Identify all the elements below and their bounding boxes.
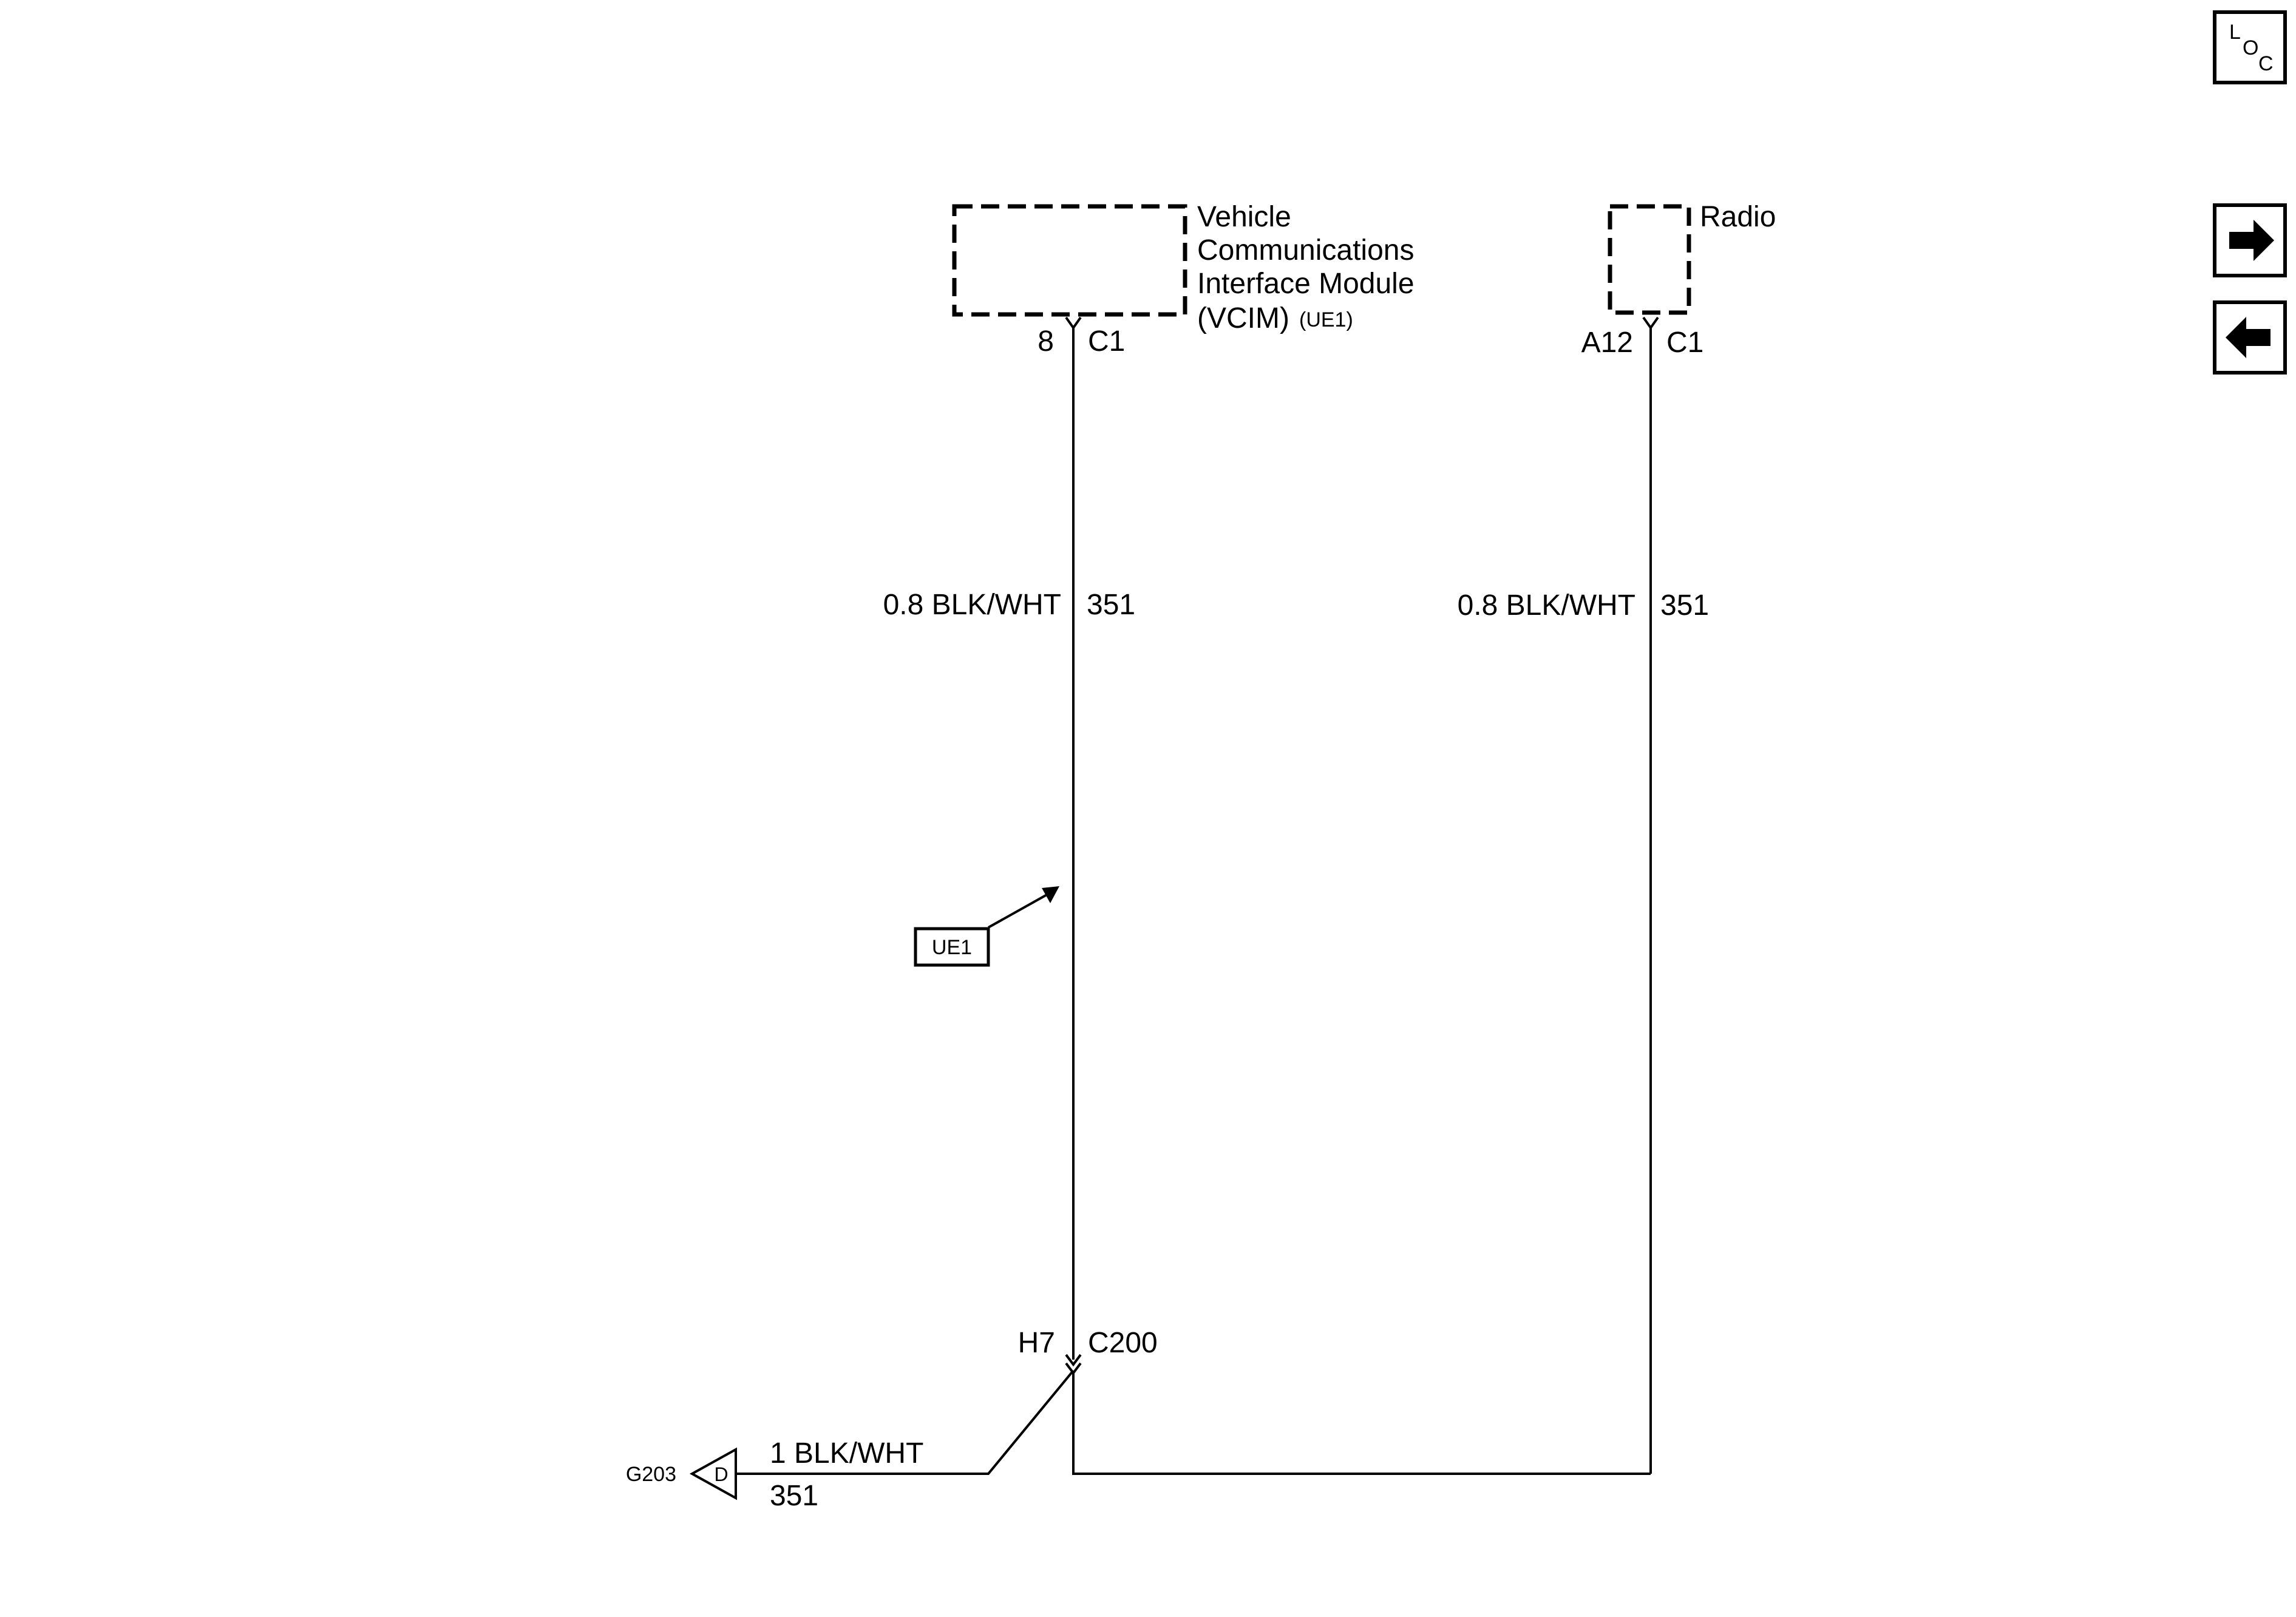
vcim-dashed-box: [952, 204, 1187, 317]
loc-letter-c: C: [2258, 52, 2274, 75]
splice-wire: [1072, 1371, 1651, 1475]
ground-wire: [736, 1369, 1075, 1475]
ground-g203: D G203: [626, 1447, 737, 1500]
c200-connector: C200: [1088, 1327, 1158, 1359]
previous-page-button[interactable]: [2213, 300, 2287, 375]
loc-icon[interactable]: [2213, 10, 2287, 84]
ground-symbol-letter: D: [714, 1463, 728, 1485]
radio-wire-circuit: 351: [1660, 589, 1709, 622]
ue1-callout[interactable]: UE1: [914, 886, 1059, 967]
loc-letter-o: O: [2243, 36, 2258, 59]
arrow-right-icon: [2229, 220, 2274, 261]
c200-pin: H7: [1018, 1327, 1055, 1359]
vcim-wire-circuit: 351: [1087, 589, 1135, 621]
radio-name: Radio: [1700, 201, 1776, 233]
vcim-name-line-1: Vehicle: [1197, 201, 1291, 233]
radio-component: Radio A12 C1: [1581, 201, 1776, 359]
inline-connector-c200: H7 C200: [1018, 1327, 1158, 1375]
vcim-wire-gauge-color: 0.8 BLK/WHT: [883, 589, 1061, 621]
vcim-ref-code: (UE1): [1299, 308, 1353, 331]
ue1-callout-box[interactable]: [914, 927, 990, 967]
radio-terminal-icon: [1642, 316, 1659, 330]
next-page-button[interactable]: [2213, 203, 2287, 277]
vcim-name-line-2: Communications: [1197, 234, 1414, 266]
vcim-component: Vehicle Communications Interface Module …: [952, 201, 1415, 358]
vcim-terminal-icon: [1065, 316, 1082, 330]
loc-button[interactable]: L O C: [2213, 10, 2287, 84]
radio-wire-gauge-color: 0.8 BLK/WHT: [1458, 589, 1635, 622]
vcim-name-line-4: (VCIM): [1197, 302, 1289, 334]
ground-id: G203: [626, 1463, 676, 1486]
loc-letter-l: L: [2229, 21, 2241, 44]
c200-female-terminal-icon: [1065, 1354, 1082, 1367]
arrow-left-icon: [2226, 317, 2271, 358]
ground-wire-circuit: 351: [770, 1480, 818, 1512]
radio-dashed-box: [1608, 204, 1691, 315]
vcim-connector: C1: [1088, 325, 1125, 358]
ue1-callout-leader: [988, 892, 1050, 929]
ue1-callout-arrowhead-icon: [1042, 886, 1059, 903]
vcim-name-line-3: Interface Module: [1197, 268, 1415, 300]
ue1-callout-label: UE1: [932, 936, 972, 959]
radio-connector: C1: [1666, 327, 1703, 359]
vcim-pin: 8: [1038, 325, 1054, 358]
radio-pin: A12: [1581, 327, 1633, 359]
ground-triangle-icon: [689, 1447, 737, 1500]
c200-male-terminal-icon: [1065, 1362, 1082, 1375]
ground-wire-gauge-color: 1 BLK/WHT: [770, 1437, 923, 1470]
